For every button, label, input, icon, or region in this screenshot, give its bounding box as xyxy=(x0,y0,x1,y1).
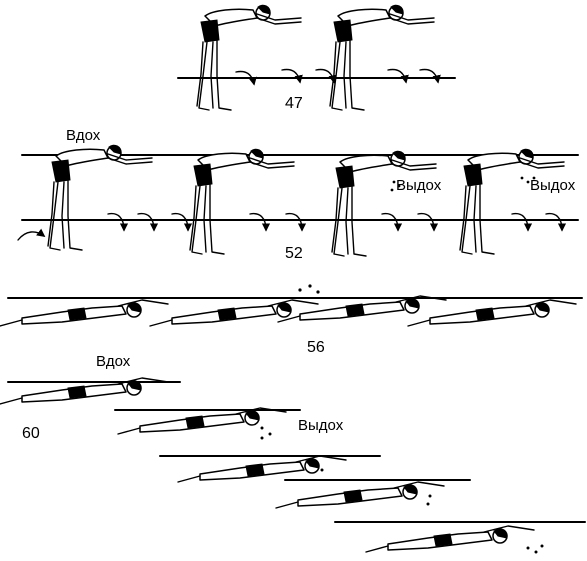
figure-number: 56 xyxy=(307,339,325,356)
swimmer xyxy=(365,525,535,553)
swimmer xyxy=(277,295,447,323)
figure-number: 52 xyxy=(285,245,303,262)
swimmer xyxy=(177,455,347,483)
swimmer xyxy=(331,150,437,257)
flow-arrows xyxy=(235,68,441,86)
swimmer xyxy=(117,407,287,435)
flow-arrows xyxy=(17,212,567,241)
exhale-bubbles xyxy=(390,176,536,192)
inhale-label: Вдох xyxy=(66,127,101,144)
swimmer xyxy=(459,148,565,255)
figure-47: 47 xyxy=(177,4,456,112)
swimmer xyxy=(407,299,577,327)
exhale-label: Выдох xyxy=(396,177,442,194)
splash xyxy=(298,284,320,294)
swimmer xyxy=(47,144,153,251)
swimmer xyxy=(189,148,295,255)
exhale-label: Выдох xyxy=(298,417,344,434)
inhale-label: Вдох xyxy=(96,353,131,370)
figure-52: Вдох Выдох Выдох 52 xyxy=(17,127,579,262)
exhale-bubbles xyxy=(260,426,544,554)
swimmer xyxy=(149,299,319,327)
figure-60: Вдох Выдох 60 xyxy=(0,353,586,554)
figure-number: 47 xyxy=(285,95,303,112)
swimmer xyxy=(275,481,445,509)
exhale-label: Выдох xyxy=(530,177,576,194)
swimmer xyxy=(0,299,169,327)
figure-56: 56 xyxy=(0,284,583,356)
swimmer xyxy=(329,4,435,111)
figure-number: 60 xyxy=(22,425,40,442)
